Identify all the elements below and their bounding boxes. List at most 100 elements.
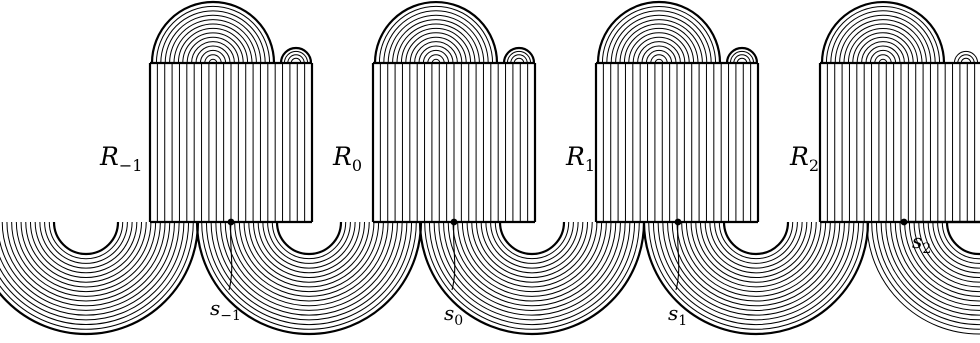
dome-arc (632, 36, 686, 64)
point-leader (451, 221, 456, 291)
dome-arc (623, 27, 695, 64)
band-arc (52, 221, 120, 256)
small-dome-arc (502, 46, 536, 64)
point-dot (900, 218, 908, 226)
dome-arc (834, 14, 932, 64)
striped-rectangle (818, 61, 980, 222)
small-dome-arc (953, 50, 979, 64)
band-arc (475, 221, 589, 278)
band-arc (690, 221, 822, 288)
band-arc (885, 221, 980, 316)
band-arc (490, 221, 574, 264)
band-arc (880, 221, 980, 320)
small-dome-arc (729, 50, 755, 64)
band-arc (215, 221, 403, 316)
dome-arc (164, 14, 262, 64)
band-arc (224, 221, 394, 307)
small-dome-arc (725, 46, 759, 64)
dome-arc (182, 32, 244, 64)
dome-arc (820, 0, 946, 64)
point-leader (228, 221, 233, 291)
point-leader (675, 221, 680, 291)
region-label: R1 (565, 142, 595, 175)
band-arc (722, 221, 790, 256)
band-arc (1, 221, 171, 307)
band-arc (248, 221, 370, 283)
dome-arc (637, 41, 681, 64)
dome-arc (204, 54, 222, 64)
band-arc (11, 221, 161, 297)
band-arc (438, 221, 626, 316)
dome-arc (177, 27, 249, 64)
bottom-band (195, 221, 423, 336)
region-label: R0 (332, 142, 362, 175)
striped-rectangles (148, 61, 980, 222)
dome-arc (392, 19, 480, 64)
small-dome-arc (506, 50, 532, 64)
dome-arc (150, 0, 276, 64)
band-arc (34, 221, 138, 274)
band-arc (433, 221, 631, 321)
band-arc (918, 221, 980, 283)
band-arc (271, 221, 347, 260)
band-arc (0, 221, 180, 316)
band-arc (220, 221, 398, 311)
dome-arc (169, 19, 257, 64)
top-dome (820, 0, 979, 64)
bottom-band (418, 221, 646, 336)
small-dome-arc (960, 57, 972, 64)
band-arc (652, 221, 860, 326)
top-dome (596, 0, 759, 64)
band-arc (461, 221, 603, 293)
band-arc (908, 221, 980, 293)
point-marker: s2 (900, 218, 931, 257)
point-label: s1 (668, 301, 687, 329)
band-arc (201, 221, 417, 330)
small-dome-arc (513, 57, 525, 64)
band-arc (681, 221, 831, 297)
dome-arc (405, 32, 467, 64)
dome-arc (409, 36, 463, 64)
bottom-band-right (866, 221, 980, 335)
small-dome-arc (510, 54, 528, 64)
dome-arc (856, 36, 910, 64)
band-arc (238, 221, 380, 293)
band-arc (210, 221, 408, 321)
band-arc (257, 221, 361, 274)
small-dome-arc (287, 54, 305, 64)
dome-arc (601, 5, 717, 64)
band-arc (428, 221, 636, 326)
band-arc (875, 221, 980, 326)
bottom-band (642, 221, 870, 336)
band-arc (229, 221, 389, 302)
band-arc (0, 221, 185, 321)
dome-arc (825, 5, 941, 64)
dome-arc (615, 19, 703, 64)
bottom-band (0, 221, 200, 336)
band-arc (205, 221, 413, 326)
striped-rectangle (148, 61, 314, 222)
dome-arc (373, 0, 499, 64)
band-arc (485, 221, 579, 269)
dome-arc (839, 19, 927, 64)
top-dome (150, 0, 313, 64)
band-arc (671, 221, 841, 307)
band-arc (443, 221, 621, 311)
band-arc (418, 221, 646, 336)
dome-arc (422, 49, 450, 64)
band-arc (452, 221, 612, 302)
band-arc (0, 221, 190, 326)
dome-arc (641, 45, 677, 64)
dome-arc (843, 23, 923, 64)
band-arc (480, 221, 584, 274)
dome-arc (861, 41, 905, 64)
region-label: R−1 (99, 142, 142, 175)
band-arc (648, 221, 864, 330)
band-arc (699, 221, 813, 278)
point-marker: s−1 (210, 218, 241, 324)
dome-arc (874, 54, 892, 64)
band-arc (6, 221, 166, 302)
band-arc (39, 221, 133, 269)
band-arc (252, 221, 366, 278)
